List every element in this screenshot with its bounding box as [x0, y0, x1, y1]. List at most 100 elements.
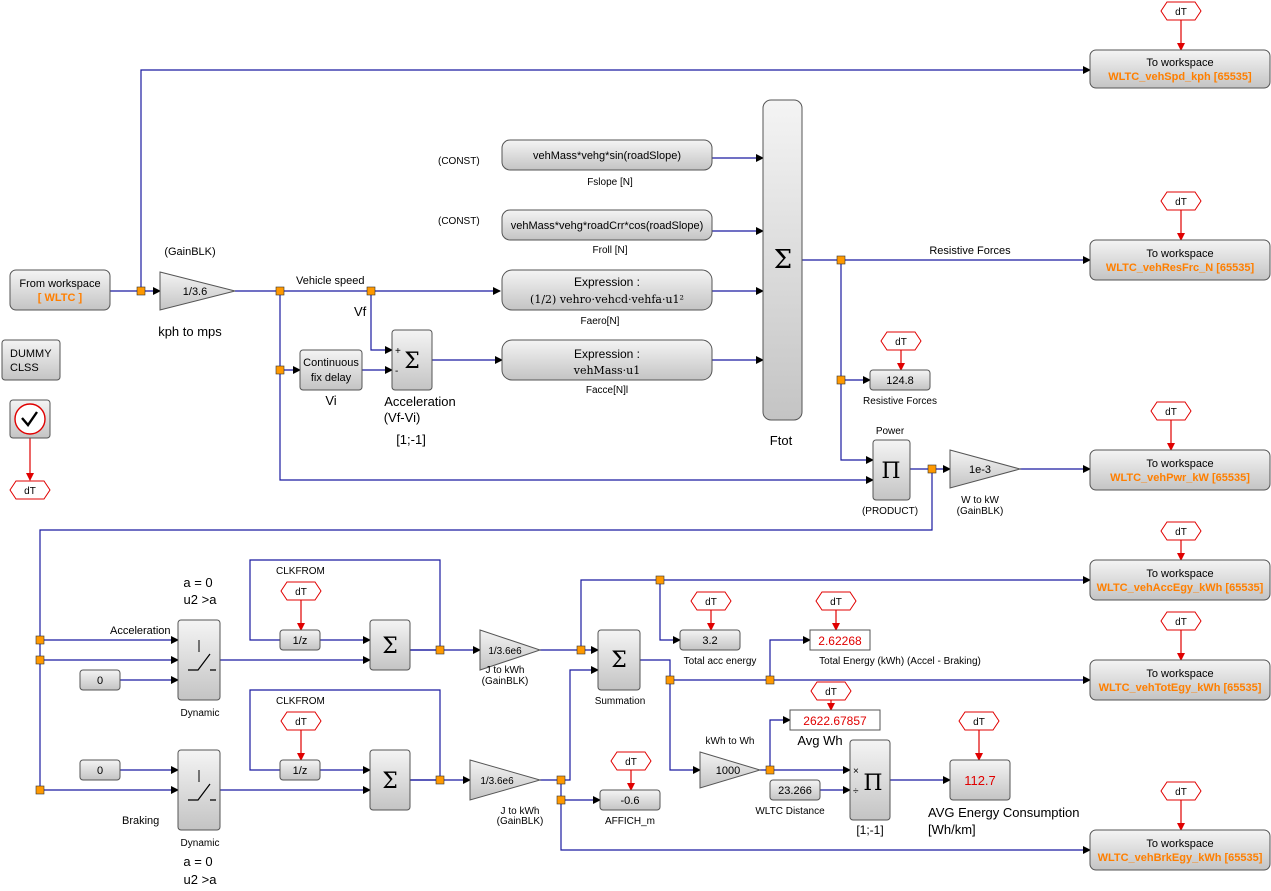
summation-label: Summation — [595, 696, 646, 707]
dt-event-marker[interactable]: dT — [1160, 521, 1202, 541]
gain-kph-name-label: kph to mps — [158, 324, 222, 339]
to-workspace-veh-brk-egy[interactable]: To workspace WLTC_vehBrkEgy_kWh [65535] — [1089, 829, 1271, 871]
total-acc-energy-label: Total acc energy — [684, 656, 757, 667]
dt-event-marker[interactable]: dT — [1160, 1, 1202, 21]
switch-dynamic-1[interactable] — [177, 619, 221, 701]
to-workspace-variable: WLTC_vehPwr_kW [65535] — [1110, 472, 1250, 484]
zero-const-2[interactable]: 0 — [79, 759, 121, 781]
dt-label: dT — [1175, 527, 1187, 538]
power-product-block[interactable]: Π — [872, 439, 911, 501]
ftot-sum-block[interactable]: Σ — [762, 99, 803, 421]
froll-const-block[interactable]: vehMass*vehg*roadCrr*cos(roadSlope) — [501, 209, 713, 241]
j-to-kwh-label-1a: J to kWh — [486, 665, 525, 676]
sum-symbol: Σ — [382, 769, 398, 794]
dummy-clss-block[interactable]: DUMMY CLSS — [1, 339, 61, 381]
to-workspace-title: To workspace — [1146, 458, 1213, 470]
facce-expression-title: Expression : — [574, 347, 640, 361]
resistive-forces-display-label: Resistive Forces — [863, 396, 937, 407]
affich-value: -0.6 — [621, 795, 640, 807]
to-workspace-veh-pwr[interactable]: To workspace WLTC_vehPwr_kW [65535] — [1089, 449, 1271, 491]
const-label-2: (CONST) — [438, 216, 480, 227]
unit-delay-2[interactable]: 1/z — [279, 759, 321, 781]
dt-event-marker[interactable]: dT — [1160, 191, 1202, 211]
to-workspace-veh-res-frc[interactable]: To workspace WLTC_vehResFrc_N [65535] — [1089, 239, 1271, 281]
dt-label: dT — [705, 597, 717, 608]
avg-wh-value: 2622.67857 — [803, 714, 867, 728]
total-acc-energy-display[interactable]: 3.2 — [679, 629, 741, 651]
dt-event-marker[interactable]: dT — [1160, 611, 1202, 631]
switch-cond-2b: u2 >a — [184, 872, 218, 887]
dt-event-marker[interactable]: dT — [810, 681, 852, 701]
wltc-distance-label: WLTC Distance — [755, 806, 825, 817]
gain-j-to-kwh-1[interactable]: 1/3.6e6 — [479, 629, 542, 671]
j-to-kwh-label-2b: (GainBLK) — [497, 816, 544, 827]
dt-event-marker[interactable]: dT — [9, 480, 51, 500]
avg-wh-label: Avg Wh — [797, 733, 842, 748]
gain-kph-value: 1/3.6 — [183, 286, 207, 298]
continuous-fix-delay-block[interactable]: Continuous fix delay — [299, 349, 363, 391]
dt-event-marker[interactable]: dT — [1150, 401, 1192, 421]
dt-event-marker[interactable]: dT — [1160, 781, 1202, 801]
sum-symbol: Σ — [382, 634, 398, 659]
gain-j-to-kwh-2[interactable]: 1/3.6e6 — [469, 759, 542, 801]
dt-event-marker[interactable]: dT — [958, 711, 1000, 731]
dt-label: dT — [973, 717, 985, 728]
affich-display[interactable]: -0.6 — [599, 789, 661, 811]
fslope-const-block[interactable]: vehMass*vehg*sin(roadSlope) — [501, 139, 713, 171]
gain-w-to-kw-label-1: W to kW — [961, 495, 999, 506]
dynamic-label-1: Dynamic — [181, 708, 220, 719]
dt-event-marker[interactable]: dT — [610, 751, 652, 771]
unit-delay-value: 1/z — [293, 635, 308, 647]
facce-expression-block[interactable]: Expression : vehMass·u1 — [501, 339, 713, 381]
dt-event-marker[interactable]: dT — [690, 591, 732, 611]
dt-event-marker[interactable]: dT — [280, 711, 322, 731]
delay-label-2: fix delay — [311, 372, 352, 384]
sum-symbol: Σ — [611, 648, 627, 673]
vi-label: Vi — [325, 393, 336, 408]
switch-cond-2a: a = 0 — [183, 854, 212, 869]
faero-expression-block[interactable]: Expression : (1/2) vehro·vehcd·vehfa·u1² — [501, 269, 713, 311]
dt-event-marker[interactable]: dT — [280, 581, 322, 601]
minus-sign: - — [395, 366, 398, 377]
gain-kwh-value: 1000 — [716, 765, 740, 777]
clock-block[interactable] — [9, 399, 51, 439]
to-workspace-title: To workspace — [1146, 568, 1213, 580]
gain-w-to-kw[interactable]: 1e-3 — [949, 449, 1022, 489]
faero-label: Faero[N] — [581, 316, 620, 327]
const-label-1: (CONST) — [438, 156, 480, 167]
switch-cond-1a: a = 0 — [183, 575, 212, 590]
acceleration-sum-block[interactable]: Σ + - — [391, 329, 433, 391]
dt-label: dT — [24, 486, 36, 497]
gain-kwh-to-wh[interactable]: 1000 — [699, 751, 762, 789]
gain-j-to-kwh-value: 1/3.6e6 — [488, 646, 522, 657]
product-symbol: Π — [863, 771, 882, 796]
to-workspace-veh-acc-egy[interactable]: To workspace WLTC_vehAccEgy_kWh [65535] — [1089, 559, 1271, 601]
divide-sign: ÷ — [853, 786, 859, 797]
to-workspace-veh-spd[interactable]: To workspace WLTC_vehSpd_kph [65535] — [1089, 49, 1271, 89]
avg-wh-display[interactable]: 2622.67857 — [789, 709, 881, 731]
to-workspace-veh-tot-egy[interactable]: To workspace WLTC_vehTotEgy_kWh [65535] — [1089, 659, 1271, 701]
dt-event-marker[interactable]: dT — [815, 591, 857, 611]
gain-kph-to-mps[interactable]: 1/3.6 — [159, 271, 236, 311]
dt-label: dT — [1165, 407, 1177, 418]
dt-label: dT — [625, 757, 637, 768]
from-workspace-block[interactable]: From workspace [ WLTC ] — [9, 269, 111, 311]
sum-integrator-1[interactable]: Σ — [369, 619, 411, 671]
faero-expression-title: Expression : — [574, 275, 640, 289]
avg-energy-consumption-display[interactable]: 112.7 — [949, 759, 1011, 801]
sum-integrator-2[interactable]: Σ — [369, 749, 411, 811]
switch-dynamic-2[interactable] — [177, 749, 221, 831]
gain-j-to-kwh-value: 1/3.6e6 — [480, 776, 514, 787]
sum-symbol: Σ — [404, 349, 420, 374]
dt-event-marker[interactable]: dT — [880, 331, 922, 351]
unit-delay-1[interactable]: 1/z — [279, 629, 321, 651]
zero-const-1[interactable]: 0 — [79, 669, 121, 691]
summation-block[interactable]: Σ — [597, 629, 641, 691]
froll-expression: vehMass*vehg*roadCrr*cos(roadSlope) — [511, 220, 704, 232]
wltc-distance-const[interactable]: 23.266 — [769, 779, 821, 801]
dt-label: dT — [1175, 7, 1187, 18]
resistive-forces-display[interactable]: 124.8 — [869, 369, 931, 391]
divide-product-block[interactable]: Π × ÷ — [849, 739, 891, 821]
total-energy-display[interactable]: 2.62268 — [809, 629, 871, 651]
